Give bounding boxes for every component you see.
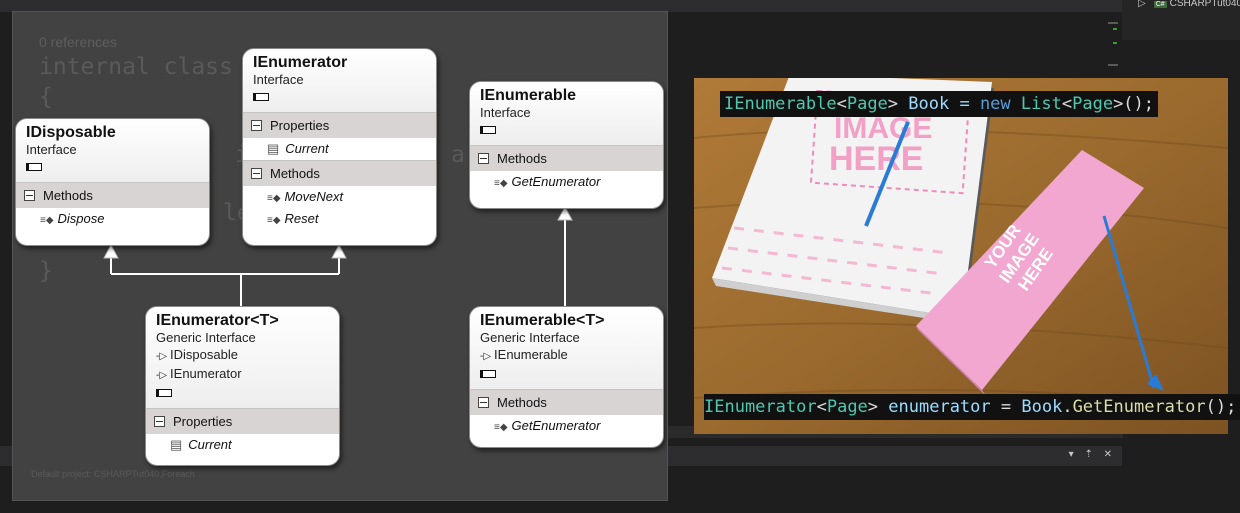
method-label: GetEnumerator: [511, 174, 601, 189]
box-kind: Generic Interface: [156, 330, 256, 345]
arrow-to-bookmark: [1102, 215, 1156, 389]
method-item[interactable]: ≡◆MoveNext: [243, 186, 436, 208]
ienumerable-box[interactable]: IEnumerable Interface Methods ≡◆GetEnume…: [469, 81, 664, 209]
code-caption-enumerator: IEnumerator<Page> enumerator = Book.GetE…: [704, 394, 1240, 420]
arrow-head-icon: [1147, 374, 1164, 391]
panel-window-controls[interactable]: ▾ ⇡ ✕: [1068, 449, 1116, 460]
method-item[interactable]: ≡◆Dispose: [16, 208, 209, 230]
inherit-arrow-icon: -▷: [480, 351, 492, 362]
property-icon: ▤: [267, 141, 280, 156]
scrollbar-change-marker: [1113, 42, 1117, 44]
collapse-icon[interactable]: [478, 397, 489, 408]
methods-section[interactable]: Methods: [243, 160, 436, 186]
arrow-to-book: [864, 121, 910, 227]
collapse-icon[interactable]: [478, 153, 489, 164]
idisposable-box[interactable]: IDisposable Interface Methods ≡◆Dispose: [15, 118, 210, 246]
inherit-arrow-icon: -▷: [156, 370, 168, 381]
box-title: IEnumerator: [253, 54, 348, 71]
background-code-brace: {: [39, 84, 53, 110]
method-icon: ≡◆: [494, 422, 508, 433]
property-icon: ▤: [170, 437, 183, 452]
inherit-arrow-icon: -▷: [156, 351, 168, 362]
property-item[interactable]: ▤ Current: [146, 434, 339, 456]
method-item[interactable]: ≡◆GetEnumerator: [470, 415, 663, 437]
method-label: Dispose: [57, 211, 105, 226]
method-icon: ≡◆: [267, 193, 281, 204]
section-label: Methods: [43, 188, 93, 203]
property-item[interactable]: ▤ Current: [243, 138, 436, 160]
inherits-label: IEnumerator: [170, 366, 242, 381]
methods-section[interactable]: Methods: [16, 182, 209, 208]
section-label: Properties: [173, 414, 233, 429]
inherits-item: -▷IDisposable: [156, 346, 329, 365]
method-label: Reset: [284, 211, 319, 226]
ide-top-bar: [0, 0, 1240, 12]
solution-explorer-item[interactable]: ▷ C#CSHARPTut040: [1138, 0, 1240, 9]
expand-arrow-icon[interactable]: ▷: [1138, 0, 1146, 9]
properties-section[interactable]: Properties: [146, 408, 339, 434]
solution-explorer-panel: [1122, 0, 1240, 40]
method-item[interactable]: ≡◆Reset: [243, 208, 436, 230]
interface-icon: [253, 93, 269, 101]
solution-item-label: CSHARPTut040: [1169, 0, 1240, 9]
properties-section[interactable]: Properties: [243, 112, 436, 138]
inherits-item: -▷IEnumerator: [156, 365, 329, 384]
code-caption-book: IEnumerable<Page> Book = new List<Page>(…: [720, 91, 1159, 117]
references-codelens: 0 references: [39, 34, 117, 50]
collapse-icon[interactable]: [154, 416, 165, 427]
book-image-text: IMAGE: [834, 112, 932, 145]
book-illustration: IMAGE HERE YOUR IMAGE HERE: [694, 78, 1228, 434]
section-label: Methods: [270, 166, 320, 181]
section-label: Methods: [497, 395, 547, 410]
book-shape: [712, 78, 994, 325]
box-title: IEnumerable<T>: [480, 312, 605, 329]
box-title: IEnumerable: [480, 87, 577, 104]
method-label: GetEnumerator: [511, 418, 601, 433]
background-code-brace: }: [39, 258, 53, 284]
section-label: Properties: [270, 118, 330, 133]
inheritance-lines: [103, 205, 573, 306]
method-icon: ≡◆: [40, 215, 54, 226]
method-label: MoveNext: [284, 189, 344, 204]
methods-section[interactable]: Methods: [470, 145, 663, 171]
property-label: Current: [285, 141, 329, 156]
class-diagram-overlay: 0 references internal class { id le a } …: [12, 11, 668, 501]
csharp-project-icon: C#: [1153, 1, 1167, 8]
method-icon: ≡◆: [267, 215, 281, 226]
box-title: IDisposable: [26, 124, 116, 141]
interface-icon: [156, 389, 172, 397]
scrollbar-change-marker: [1113, 28, 1117, 30]
collapse-icon[interactable]: [24, 190, 35, 201]
inherits-label: IDisposable: [170, 347, 238, 362]
ienumerator-generic-box[interactable]: IEnumerator<T> Generic Interface -▷IDisp…: [145, 306, 340, 466]
inherits-item: -▷IEnumerable: [480, 346, 653, 365]
box-title: IEnumerator<T>: [156, 312, 279, 329]
collapse-icon[interactable]: [251, 120, 262, 131]
bookmark-shape: [916, 150, 1144, 396]
property-label: Current: [188, 437, 232, 452]
box-kind: Interface: [480, 105, 531, 120]
interface-icon: [480, 370, 496, 378]
box-kind: Interface: [26, 142, 77, 157]
section-label: Methods: [497, 151, 547, 166]
inherits-label: IEnumerable: [494, 347, 568, 362]
ienumerator-box[interactable]: IEnumerator Interface Properties ▤ Curren…: [242, 48, 437, 246]
box-kind: Generic Interface: [480, 330, 580, 345]
method-icon: ≡◆: [494, 178, 508, 189]
interface-icon: [26, 163, 42, 171]
scrollbar-marker: [1108, 22, 1118, 24]
background-footer: Default project: CSHARPTut040.Foreach: [31, 469, 195, 479]
methods-section[interactable]: Methods: [470, 389, 663, 415]
interface-icon: [480, 126, 496, 134]
background-code-line: internal class: [39, 54, 233, 80]
collapse-icon[interactable]: [251, 168, 262, 179]
background-code-fragment: a: [451, 142, 465, 168]
ienumerable-generic-box[interactable]: IEnumerable<T> Generic Interface -▷IEnum…: [469, 306, 664, 448]
scrollbar-marker: [1108, 64, 1118, 66]
book-here-text: HERE: [829, 140, 923, 178]
method-item[interactable]: ≡◆GetEnumerator: [470, 171, 663, 193]
box-kind: Interface: [253, 72, 304, 87]
